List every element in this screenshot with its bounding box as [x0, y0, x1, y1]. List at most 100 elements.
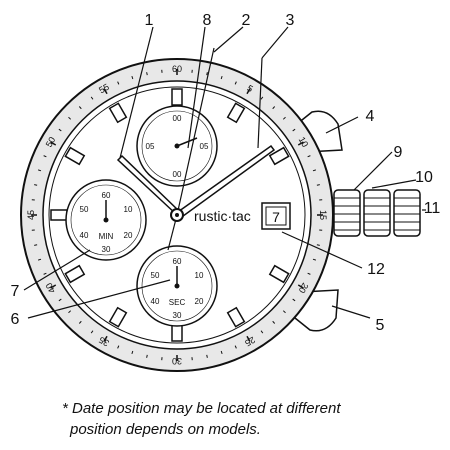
hour-marker: [268, 264, 290, 284]
hour-marker: [171, 88, 183, 106]
bezel-tick: [206, 354, 208, 358]
date-window: 7: [261, 202, 291, 230]
hour-marker: [268, 146, 290, 166]
bezel-tick: [282, 116, 286, 120]
bezel-number: 5: [245, 83, 254, 94]
subdial-top-num-right: 05: [200, 142, 209, 151]
callout-10: 10: [415, 169, 433, 186]
bezel-tick: [68, 310, 72, 314]
bezel-number: 60: [172, 64, 182, 74]
callout-2: 2: [242, 12, 251, 29]
callout-4: 4: [366, 108, 375, 125]
bezel-tick: [316, 244, 320, 246]
bezel-tick: [58, 298, 62, 302]
hour-marker: [171, 324, 183, 342]
bezel-tick: [131, 350, 134, 355]
subdial-top: 00 05 05 00: [136, 105, 218, 187]
callout-11: 11: [424, 200, 441, 217]
bezel-tick: [272, 320, 276, 324]
bezel-tick: [282, 310, 286, 314]
subdial-second-num-40: 40: [151, 297, 160, 306]
bezel-tick: [90, 330, 94, 334]
subdial-second: 60 10 20 30 40 50 SEC: [136, 245, 218, 327]
subdial-minute-label: MIN: [99, 232, 114, 241]
bezel-number: 30: [172, 356, 182, 366]
bezel-tick: [246, 335, 251, 342]
bezel-tick: [297, 141, 304, 146]
bezel-number: 35: [97, 335, 111, 349]
subdial-second-label: SEC: [169, 298, 186, 307]
footnote-line-1: * Date position may be located at differ…: [62, 400, 341, 417]
callout-3: 3: [286, 12, 295, 29]
bezel-number: 55: [97, 82, 111, 96]
subdial-top-num-top: 00: [173, 114, 182, 123]
subdial-minute: 60 10 20 30 40 50 MIN: [65, 179, 147, 261]
hour-marker: [226, 102, 246, 124]
footnote: * Date position may be located at differ…: [62, 398, 442, 440]
bezel-tick: [316, 184, 320, 186]
subdial-minute-num-50: 50: [80, 205, 89, 214]
bezel-number: 25: [243, 335, 257, 349]
bezel-tick: [246, 88, 251, 95]
bezel-number: 40: [44, 281, 58, 295]
bezel-tick: [312, 169, 317, 172]
hour-markers: [50, 88, 290, 342]
bezel-tick: [37, 258, 42, 261]
bezel-ticks: [31, 69, 323, 361]
callout-6: 6: [11, 311, 20, 328]
crown-position-2: [363, 189, 391, 237]
date-digit: 7: [272, 209, 280, 225]
callout-7: 7: [11, 283, 20, 300]
bezel-tick: [103, 335, 108, 342]
brand-logo: rustic·tac: [194, 208, 251, 224]
subdial-minute-num-20: 20: [124, 231, 133, 240]
bezel-tick: [206, 72, 208, 76]
crown-position-1: [333, 189, 361, 237]
bezel-tick: [220, 350, 223, 355]
hour-marker: [226, 306, 246, 328]
bezel-tick: [292, 128, 296, 132]
callout-8: 8: [203, 12, 212, 29]
bezel-tick: [292, 298, 296, 302]
bezel-tick: [146, 72, 148, 76]
subdial-second-num-10: 10: [195, 271, 204, 280]
bezel-tick: [43, 155, 47, 158]
hour-marker: [108, 306, 128, 328]
bezel-tick: [234, 345, 237, 349]
bezel-tick: [68, 116, 72, 120]
bezel-tick: [260, 330, 264, 334]
bezel-tick: [117, 345, 120, 349]
bezel-tick: [234, 81, 237, 85]
bezel-tick: [131, 75, 134, 80]
bezel-tick: [78, 320, 82, 324]
hour-marker: [50, 209, 68, 221]
bezel-number: 50: [44, 135, 58, 149]
subdial-second-num-60: 60: [173, 257, 182, 266]
bezel-tick: [103, 88, 108, 95]
bezel-tick: [43, 272, 47, 275]
callout-9: 9: [394, 144, 403, 161]
bezel-tick: [260, 96, 264, 100]
subdial-second-num-50: 50: [151, 271, 160, 280]
bezel-tick: [37, 169, 42, 172]
bezel-tick: [50, 141, 57, 146]
hour-marker: [108, 102, 128, 124]
subdial-minute-num-40: 40: [80, 231, 89, 240]
bezel-tick: [146, 354, 148, 358]
subdial-top-num-left: 05: [146, 142, 155, 151]
bezel-number: 45: [26, 210, 36, 220]
bezel-tick: [220, 75, 223, 80]
hour-marker: [64, 146, 86, 166]
callout-12: 12: [367, 261, 385, 278]
bezel-tick: [117, 81, 120, 85]
bezel-tick: [34, 184, 38, 186]
bezel-tick: [272, 106, 276, 110]
bezel-number: 10: [297, 135, 311, 149]
bezel-tick: [297, 284, 304, 289]
bezel-number: 20: [297, 281, 311, 295]
footnote-line-2: position depends on models.: [70, 421, 261, 438]
callout-1: 1: [145, 12, 154, 29]
bezel-tick: [58, 128, 62, 132]
